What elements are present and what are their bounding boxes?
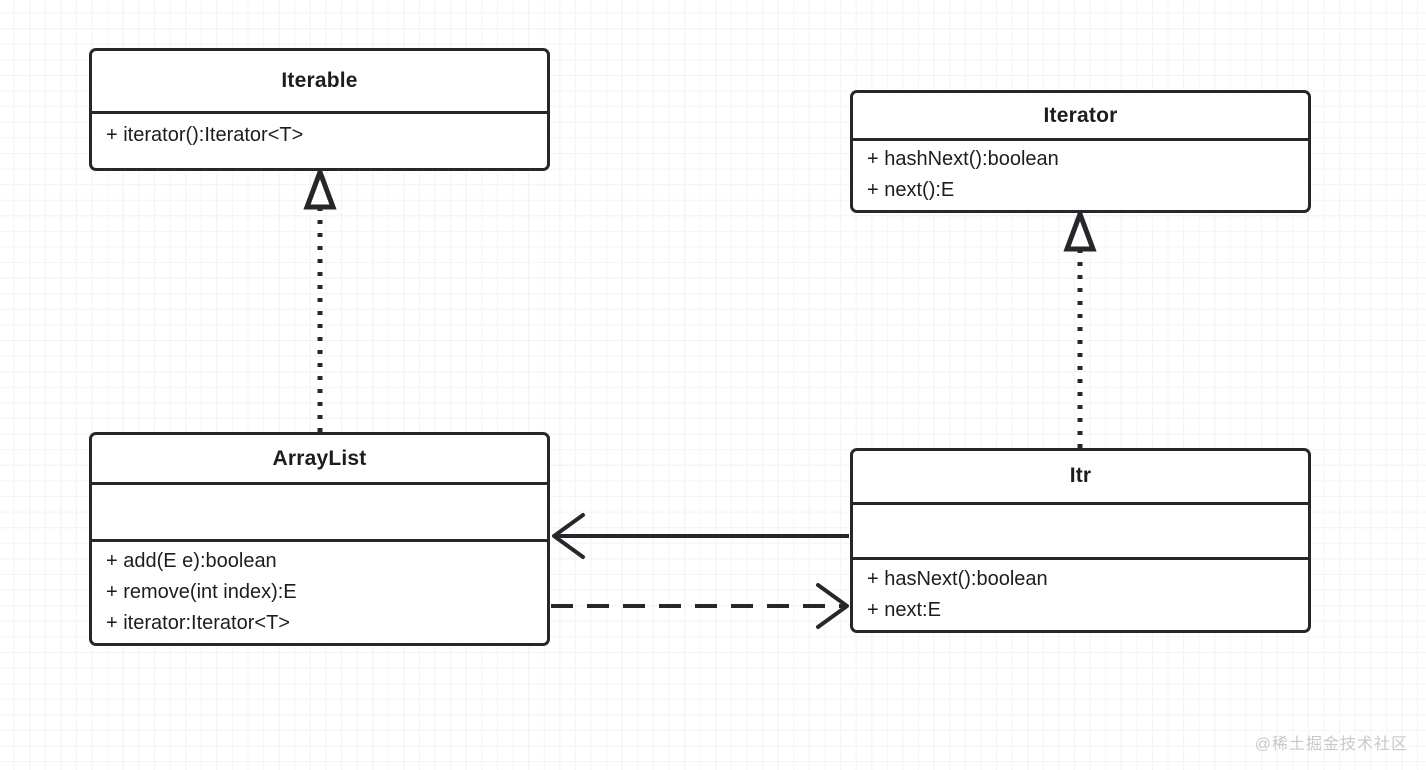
watermark-label: @稀土掘金技术社区 [1254, 736, 1408, 753]
method-item: + next():E [867, 179, 955, 201]
class-attributes-arraylist [92, 482, 547, 539]
class-title-iterator: Iterator [1043, 103, 1118, 127]
method-item: + iterator():Iterator<T> [106, 124, 304, 146]
relation-itr-association-arraylist [552, 513, 849, 559]
hollow-triangle-arrowhead-iterator [1063, 206, 1097, 252]
uml-class-iterator[interactable]: Iterator + hashNext():boolean + next():E [850, 90, 1311, 213]
hollow-triangle-arrowhead-iterable [303, 164, 337, 210]
class-methods-arraylist: + add(E e):boolean + remove(int index):E… [92, 539, 547, 643]
method-item: + hashNext():boolean [867, 148, 1059, 170]
class-methods-iterator: + hashNext():boolean + next():E [853, 138, 1308, 210]
class-methods-iterable: + iterator():Iterator<T> [92, 111, 547, 168]
method-item: + remove(int index):E [106, 581, 297, 603]
class-attributes-itr [853, 501, 1308, 557]
relation-itr-implements-iterator [1063, 206, 1097, 448]
open-arrowhead-itr [816, 583, 849, 629]
method-item: + next:E [867, 599, 941, 621]
class-title-itr: Itr [1069, 464, 1092, 488]
relation-arraylist-dependency-itr [551, 583, 849, 629]
relation-arraylist-implements-iterable [303, 164, 337, 432]
method-item: + iterator:Iterator<T> [106, 612, 290, 634]
method-item: + add(E e):boolean [106, 550, 277, 572]
method-item: + hasNext():boolean [867, 568, 1048, 590]
uml-class-itr[interactable]: Itr + hasNext():boolean + next:E [850, 448, 1311, 633]
class-title-iterable: Iterable [281, 69, 358, 92]
uml-class-iterable[interactable]: Iterable + iterator():Iterator<T> [89, 48, 550, 171]
uml-class-arraylist[interactable]: ArrayList + add(E e):boolean + remove(in… [89, 432, 550, 646]
class-title-arraylist: ArrayList [272, 446, 367, 470]
class-methods-itr: + hasNext():boolean + next:E [853, 557, 1308, 630]
open-arrowhead-arraylist [552, 513, 585, 559]
